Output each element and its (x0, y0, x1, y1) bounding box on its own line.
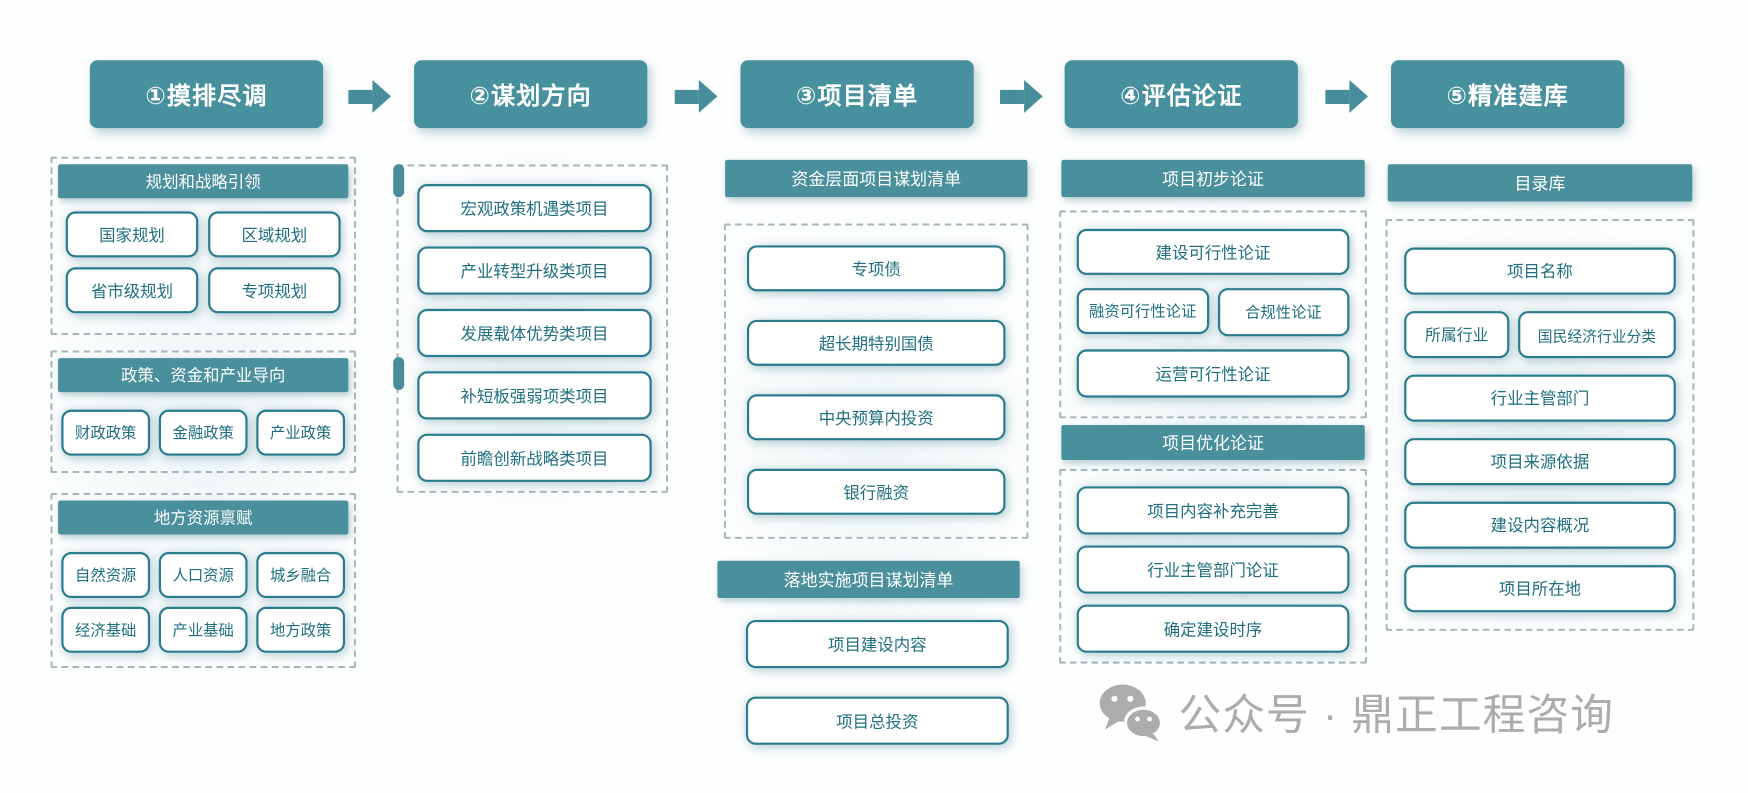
item-box: 国家规划 (65, 211, 199, 258)
box-project-content: 项目建设内容 (745, 619, 1009, 669)
item-box: 区域规划 (208, 211, 341, 258)
group-items: 国家规划 区域规划 省市级规划 专项规划 (65, 211, 341, 314)
item-box: 国民经济行业分类 (1518, 311, 1676, 359)
item-box: 地方政策 (256, 606, 346, 653)
item-box: 行业主管部门论证 (1076, 545, 1350, 594)
group-items: 项目内容补充完善 行业主管部门论证 确定建设时序 (1061, 471, 1364, 653)
group-funding-items: 专项债 超长期特别国债 中央预算内投资 银行融资 (723, 223, 1029, 539)
item-box: 人口资源 (158, 552, 248, 599)
item-box: 前瞻创新战略类项目 (417, 433, 652, 482)
item-box: 发展载体优势类项目 (417, 308, 652, 358)
arrow-right-icon (1325, 79, 1369, 113)
group-optimization-items: 项目内容补充完善 行业主管部门论证 确定建设时序 (1059, 468, 1367, 664)
bar-implementation-list: 落地实施项目谋划清单 (717, 560, 1020, 599)
step-5-database: ⑤精准建库 (1391, 60, 1625, 129)
group-items: 项目名称 所属行业 国民经济行业分类 行业主管部门 项目来源依据 建设内容概况 … (1388, 221, 1692, 613)
wechat-icon (1097, 682, 1164, 742)
item-row: 所属行业 国民经济行业分类 (1404, 311, 1676, 359)
bar-preliminary-review: 项目初步论证 (1061, 159, 1365, 198)
item-box: 项目所在地 (1404, 565, 1676, 613)
connector-nub (393, 357, 405, 390)
item-box: 所属行业 (1404, 311, 1510, 359)
group-catalog-items: 项目名称 所属行业 国民经济行业分类 行业主管部门 项目来源依据 建设内容概况 … (1385, 219, 1695, 631)
item-box: 产业基础 (158, 606, 248, 653)
arrow-right-icon (348, 79, 392, 113)
item-box: 中央预算内投资 (746, 394, 1006, 441)
item-box: 城乡融合 (256, 552, 346, 599)
bar-catalog: 目录库 (1387, 164, 1693, 202)
item-box: 金融政策 (158, 409, 248, 456)
item-box: 省市级规划 (65, 267, 199, 314)
item-box: 合规性论证 (1217, 288, 1350, 337)
item-box: 产业政策 (256, 409, 346, 456)
item-box: 超长期特别国债 (746, 319, 1006, 366)
item-box: 项目内容补充完善 (1076, 486, 1350, 535)
item-box: 专项债 (746, 245, 1006, 292)
group-direction-types: 宏观政策机遇类项目 产业转型升级类项目 发展载体优势类项目 补短板强弱项类项目 … (393, 164, 669, 493)
item-row: 融资可行性论证 合规性论证 (1076, 288, 1350, 337)
item-box: 专项规划 (208, 267, 341, 314)
step-4-evaluation: ④评估论证 (1064, 60, 1298, 129)
group-items: 建设可行性论证 融资可行性论证 合规性论证 运营可行性论证 (1061, 212, 1364, 398)
step-3-project-list: ③项目清单 (740, 60, 974, 129)
group-title-bar: 政策、资金和产业导向 (58, 358, 349, 393)
arrow-right-icon (674, 79, 719, 113)
arrow-right-icon (1000, 79, 1044, 113)
bar-funding-list: 资金层面项目谋划清单 (725, 159, 1028, 198)
item-box: 融资可行性论证 (1076, 288, 1209, 335)
item-box: 经济基础 (61, 606, 151, 653)
watermark: 公众号 · 鼎正工程咨询 (1097, 679, 1614, 745)
group-local-resources: 地方资源禀赋 自然资源 人口资源 城乡融合 经济基础 产业基础 地方政策 (50, 492, 356, 669)
item-box: 产业转型升级类项目 (417, 246, 652, 295)
item-box: 建设可行性论证 (1076, 228, 1350, 275)
group-title-bar: 地方资源禀赋 (58, 500, 349, 535)
group-items: 自然资源 人口资源 城乡融合 (61, 552, 346, 599)
connector-nub (393, 164, 405, 198)
item-box: 运营可行性论证 (1076, 349, 1350, 398)
item-box: 行业主管部门 (1404, 374, 1676, 422)
item-box: 宏观政策机遇类项目 (417, 184, 652, 233)
group-items: 专项债 超长期特别国债 中央预算内投资 银行融资 (726, 226, 1026, 515)
box-total-investment: 项目总投资 (745, 696, 1009, 745)
item-box: 项目来源依据 (1404, 438, 1676, 486)
item-box: 财政政策 (61, 409, 151, 456)
group-items: 经济基础 产业基础 地方政策 (61, 606, 346, 653)
item-box: 自然资源 (61, 552, 151, 599)
group-preliminary-items: 建设可行性论证 融资可行性论证 合规性论证 运营可行性论证 (1059, 210, 1367, 419)
group-planning-strategy: 规划和战略引领 国家规划 区域规划 省市级规划 专项规划 (50, 156, 356, 336)
group-policy-funding: 政策、资金和产业导向 财政政策 金融政策 产业政策 (50, 350, 356, 474)
bar-optimization-review: 项目优化论证 (1061, 424, 1365, 461)
group-items: 宏观政策机遇类项目 产业转型升级类项目 发展载体优势类项目 补短板强弱项类项目 … (399, 166, 666, 482)
group-title-bar: 规划和战略引领 (58, 164, 349, 199)
step-1-survey: ①摸排尽调 (89, 60, 324, 129)
group-items: 财政政策 金融政策 产业政策 (61, 409, 346, 456)
watermark-text: 公众号 · 鼎正工程咨询 (1178, 692, 1615, 740)
item-box: 建设内容概况 (1404, 501, 1676, 549)
item-box: 项目名称 (1404, 247, 1676, 295)
item-box: 银行融资 (746, 468, 1006, 515)
item-box: 补短板强弱项类项目 (417, 371, 652, 420)
item-box: 确定建设时序 (1076, 604, 1350, 653)
step-2-direction: ②谋划方向 (414, 60, 648, 129)
